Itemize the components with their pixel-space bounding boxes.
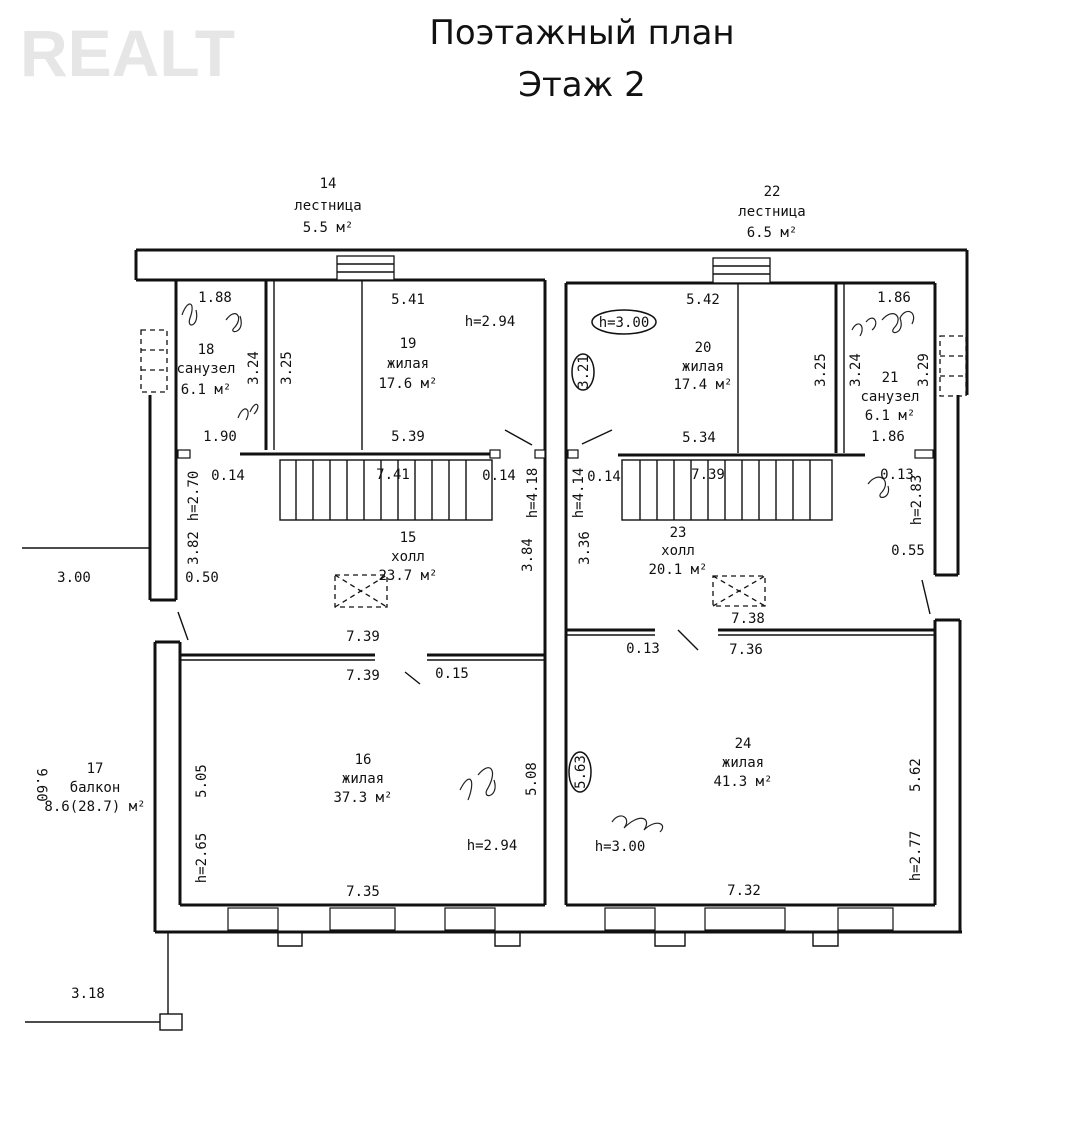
stair-14-name: лестница (294, 198, 361, 214)
room-24-name: жилая (722, 755, 764, 771)
room-21-name: санузел (860, 389, 919, 405)
dim-563: 5.63 (573, 755, 589, 789)
stair-14-num: 14 (320, 176, 337, 192)
balcony-lines (22, 547, 183, 1031)
room-17-area: 8.6(28.7) м² (44, 799, 145, 815)
room-19-name: жилая (387, 356, 429, 372)
room-15-area: 23.7 м² (378, 568, 437, 584)
dim-325a: 3.25 (279, 351, 295, 385)
dim-384: 3.84 (520, 538, 536, 572)
dim-739a: 7.39 (691, 467, 725, 483)
staircase-left (279, 459, 493, 521)
room-16-name: жилая (342, 771, 384, 787)
dim-190: 1.90 (203, 429, 237, 445)
floor-title: Этаж 2 (518, 65, 645, 105)
room-19-area: 17.6 м² (378, 376, 437, 392)
handwritten-marks (181, 303, 915, 833)
dim-336: 3.36 (577, 531, 593, 565)
dim-188: 1.88 (198, 290, 232, 306)
dim-562: 5.62 (908, 758, 924, 792)
height-277: h=2.77 (908, 831, 924, 882)
dim-736: 7.36 (729, 642, 763, 658)
dim-534: 5.34 (682, 430, 716, 446)
dim-321: 3.21 (576, 355, 592, 389)
room-18-num: 18 (198, 342, 215, 358)
height-270: h=2.70 (186, 471, 202, 522)
room-20-num: 20 (695, 340, 712, 356)
room-24-area: 41.3 м² (713, 774, 772, 790)
dim-738: 7.38 (731, 611, 765, 627)
room-17-num: 17 (87, 761, 104, 777)
room-19-num: 19 (400, 336, 417, 352)
stair-windows (336, 255, 771, 284)
dim-014b: 0.14 (482, 468, 516, 484)
dim-505: 5.05 (194, 764, 210, 798)
room-23-num: 23 (670, 525, 687, 541)
room-20-area: 17.4 м² (673, 377, 732, 393)
partitions (177, 280, 935, 661)
dim-325b: 3.25 (813, 353, 829, 387)
height-283: h=2.83 (909, 475, 925, 526)
dim-542: 5.42 (686, 292, 720, 308)
room-16-area: 37.3 м² (333, 790, 392, 806)
room-16-num: 16 (355, 752, 372, 768)
height-418: h=4.18 (525, 468, 541, 519)
dim-050: 0.50 (185, 570, 219, 586)
room-21-num: 21 (882, 370, 899, 386)
room-23-area: 20.1 м² (648, 562, 707, 578)
room-24-num: 24 (735, 736, 752, 752)
dim-300: 3.00 (57, 570, 91, 586)
staircase-right (621, 459, 833, 521)
side-windows (140, 329, 967, 397)
dim-324b: 3.24 (848, 353, 864, 387)
dim-015: 0.15 (435, 666, 469, 682)
plan-title: Поэтажный план (429, 13, 734, 53)
stair-14-area: 5.5 м² (303, 220, 354, 236)
dim-739b: 7.39 (346, 629, 380, 645)
circled-marks (568, 309, 657, 793)
height-294b: h=2.94 (467, 838, 518, 854)
dim-329: 3.29 (916, 353, 932, 387)
dim-732: 7.32 (727, 883, 761, 899)
dim-324a: 3.24 (246, 351, 262, 385)
dim-739c: 7.39 (346, 668, 380, 684)
height-294a: h=2.94 (465, 314, 516, 330)
room-18-name: санузел (176, 361, 235, 377)
room-15-name: холл (391, 549, 425, 565)
room-21-area: 6.1 м² (865, 408, 916, 424)
stair-22-num: 22 (764, 184, 781, 200)
stair-22-name: лестница (738, 204, 805, 220)
room-18-area: 6.1 м² (181, 382, 232, 398)
dim-541: 5.41 (391, 292, 425, 308)
dim-186b: 1.86 (871, 429, 905, 445)
height-414: h=4.14 (571, 468, 587, 519)
dim-013b: 0.13 (626, 641, 660, 657)
dim-055: 0.55 (891, 543, 925, 559)
dim-014c: 0.14 (587, 469, 621, 485)
dim-318: 3.18 (71, 986, 105, 1002)
dim-960: 9.60 (33, 768, 49, 802)
stair-22-area: 6.5 м² (747, 225, 798, 241)
dim-382: 3.82 (186, 531, 202, 565)
room-20-name: жилая (682, 359, 724, 375)
doors (177, 429, 931, 685)
watermark: REALT (20, 16, 235, 90)
dim-186a: 1.86 (877, 290, 911, 306)
dim-735: 7.35 (346, 884, 380, 900)
dim-539: 5.39 (391, 429, 425, 445)
dim-013a: 0.13 (880, 467, 914, 483)
chimney-boxes (334, 574, 766, 608)
height-265: h=2.65 (194, 833, 210, 884)
outer-walls (134, 248, 969, 934)
height-300b: h=3.00 (595, 839, 646, 855)
height-300a: h=3.00 (599, 315, 650, 331)
room-23-name: холл (661, 543, 695, 559)
room-15-num: 15 (400, 530, 417, 546)
dim-014a: 0.14 (211, 468, 245, 484)
dim-741: 7.41 (376, 467, 410, 483)
bottom-windows (227, 907, 894, 947)
room-17-name: балкон (70, 780, 121, 796)
dim-508: 5.08 (524, 762, 540, 796)
